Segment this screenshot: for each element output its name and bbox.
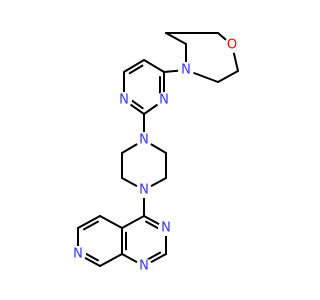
- atom-label-n_pyridine: N: [73, 247, 83, 262]
- atom-label-n_morpholine: N: [181, 63, 191, 78]
- bond-33: [99, 253, 123, 267]
- atom-mask-n_piperazine_top: [136, 132, 152, 148]
- atom-label-n_pyridopyrimidine_3: N: [161, 221, 171, 236]
- atom-mask-n_pyrimidine_3: [156, 92, 172, 108]
- bond-25-second-line: [145, 251, 162, 262]
- atom-mask-n_piperazine_bottom: [136, 182, 152, 198]
- atom-mask-n_pyridine: [70, 246, 86, 262]
- atom-mask-o_morpholine: [224, 37, 240, 53]
- bond-1: [165, 32, 187, 45]
- bond-10-second-line: [128, 64, 144, 75]
- atom-label-n_pyrimidine_1: N: [119, 93, 129, 108]
- atom-label-n_pyrimidine_3: N: [159, 93, 169, 108]
- atom-mask-n_morpholine: [178, 62, 194, 78]
- atom-label-n_piperazine_top: N: [139, 133, 149, 148]
- atom-mask-n_pyridopyrimidine_3: [158, 220, 174, 236]
- bond-10: [123, 59, 145, 73]
- atom-label-n_pyridopyrimidine_1: N: [139, 259, 149, 274]
- bond-5: [217, 70, 239, 83]
- atom-label-n_piperazine_bottom: N: [139, 183, 149, 198]
- bond-12-second-line: [128, 98, 144, 110]
- bond-28: [121, 215, 145, 229]
- atom-mask-n_pyridopyrimidine_1: [136, 258, 152, 274]
- bond-30: [77, 215, 101, 229]
- atom-mask-n_pyrimidine_1: [116, 92, 132, 108]
- bond-23-second-line: [145, 220, 162, 231]
- atom-label-o_morpholine: O: [227, 38, 237, 53]
- bond-30-second-line: [82, 220, 99, 231]
- bond-9: [143, 59, 165, 73]
- bond-32-second-line: [82, 251, 99, 262]
- bond-29: [99, 215, 123, 229]
- bond-layer: [77, 32, 239, 267]
